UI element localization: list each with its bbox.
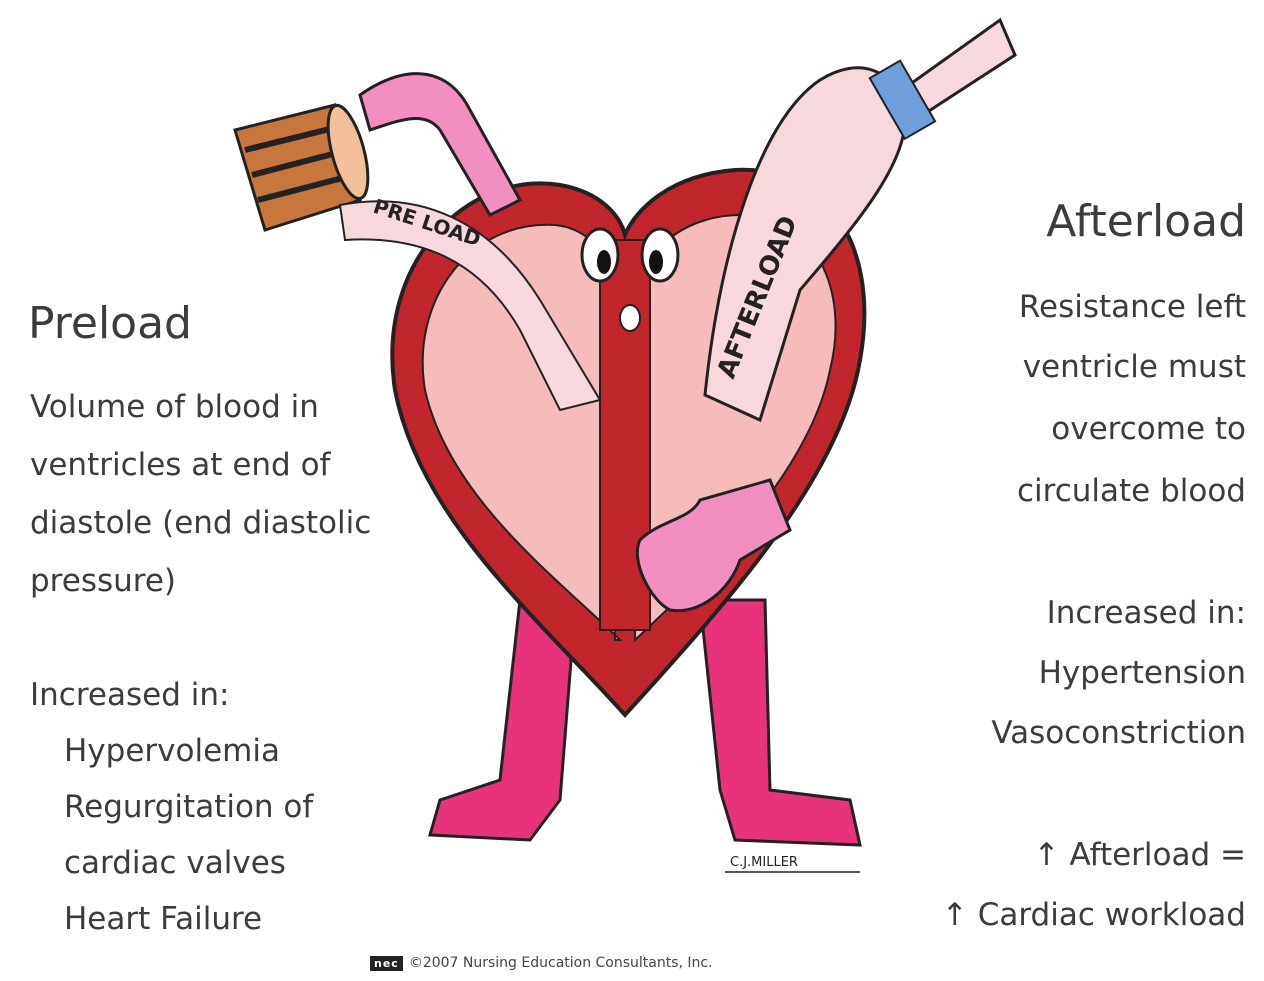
afterload-effect-text-1: Afterload = xyxy=(1069,837,1246,873)
preload-title: Preload xyxy=(28,298,192,349)
afterload-cause-2: Vasoconstriction xyxy=(991,704,1246,762)
right-leg xyxy=(700,600,860,845)
afterload-increased-label: Increased in: xyxy=(1047,584,1246,642)
afterload-title: Afterload xyxy=(1046,196,1246,247)
preload-def-line-1: Volume of blood in xyxy=(30,378,319,436)
afterload-cause-1: Hypertension xyxy=(1039,644,1246,702)
preload-cause-2: Regurgitation of xyxy=(64,778,313,836)
afterload-effect-text-2: Cardiac workload xyxy=(978,897,1246,933)
nec-logo: nec xyxy=(370,956,403,971)
preload-cause-3: cardiac valves xyxy=(64,834,286,892)
footer: nec ©2007 Nursing Education Consultants, … xyxy=(370,955,713,971)
preload-arm xyxy=(360,74,520,215)
afterload-def-line-2: ventricle must xyxy=(1023,338,1246,396)
up-arrow-icon: ↑ xyxy=(942,897,968,933)
afterload-def-line-3: overcome to xyxy=(1051,400,1246,458)
preload-cause-4: Heart Failure xyxy=(64,890,262,948)
right-pupil xyxy=(649,250,663,274)
up-arrow-icon: ↑ xyxy=(1034,837,1060,873)
afterload-effect-line-1: ↑ Afterload = xyxy=(1034,826,1246,884)
preload-def-line-4: pressure) xyxy=(30,552,176,610)
mouth xyxy=(620,305,640,331)
left-pupil xyxy=(597,250,611,274)
copyright-text: ©2007 Nursing Education Consultants, Inc… xyxy=(409,955,713,971)
afterload-def-line-4: circulate blood xyxy=(1017,462,1246,520)
afterload-def-line-1: Resistance left xyxy=(1019,278,1246,336)
afterload-effect-line-2: ↑ Cardiac workload xyxy=(942,886,1246,944)
preload-cause-1: Hypervolemia xyxy=(64,722,280,780)
preload-def-line-2: ventricles at end of xyxy=(30,436,330,494)
preload-increased-label: Increased in: xyxy=(30,666,229,724)
artist-signature: C.J.MILLER xyxy=(730,855,798,870)
preload-def-line-3: diastole (end diastolic xyxy=(30,494,371,552)
